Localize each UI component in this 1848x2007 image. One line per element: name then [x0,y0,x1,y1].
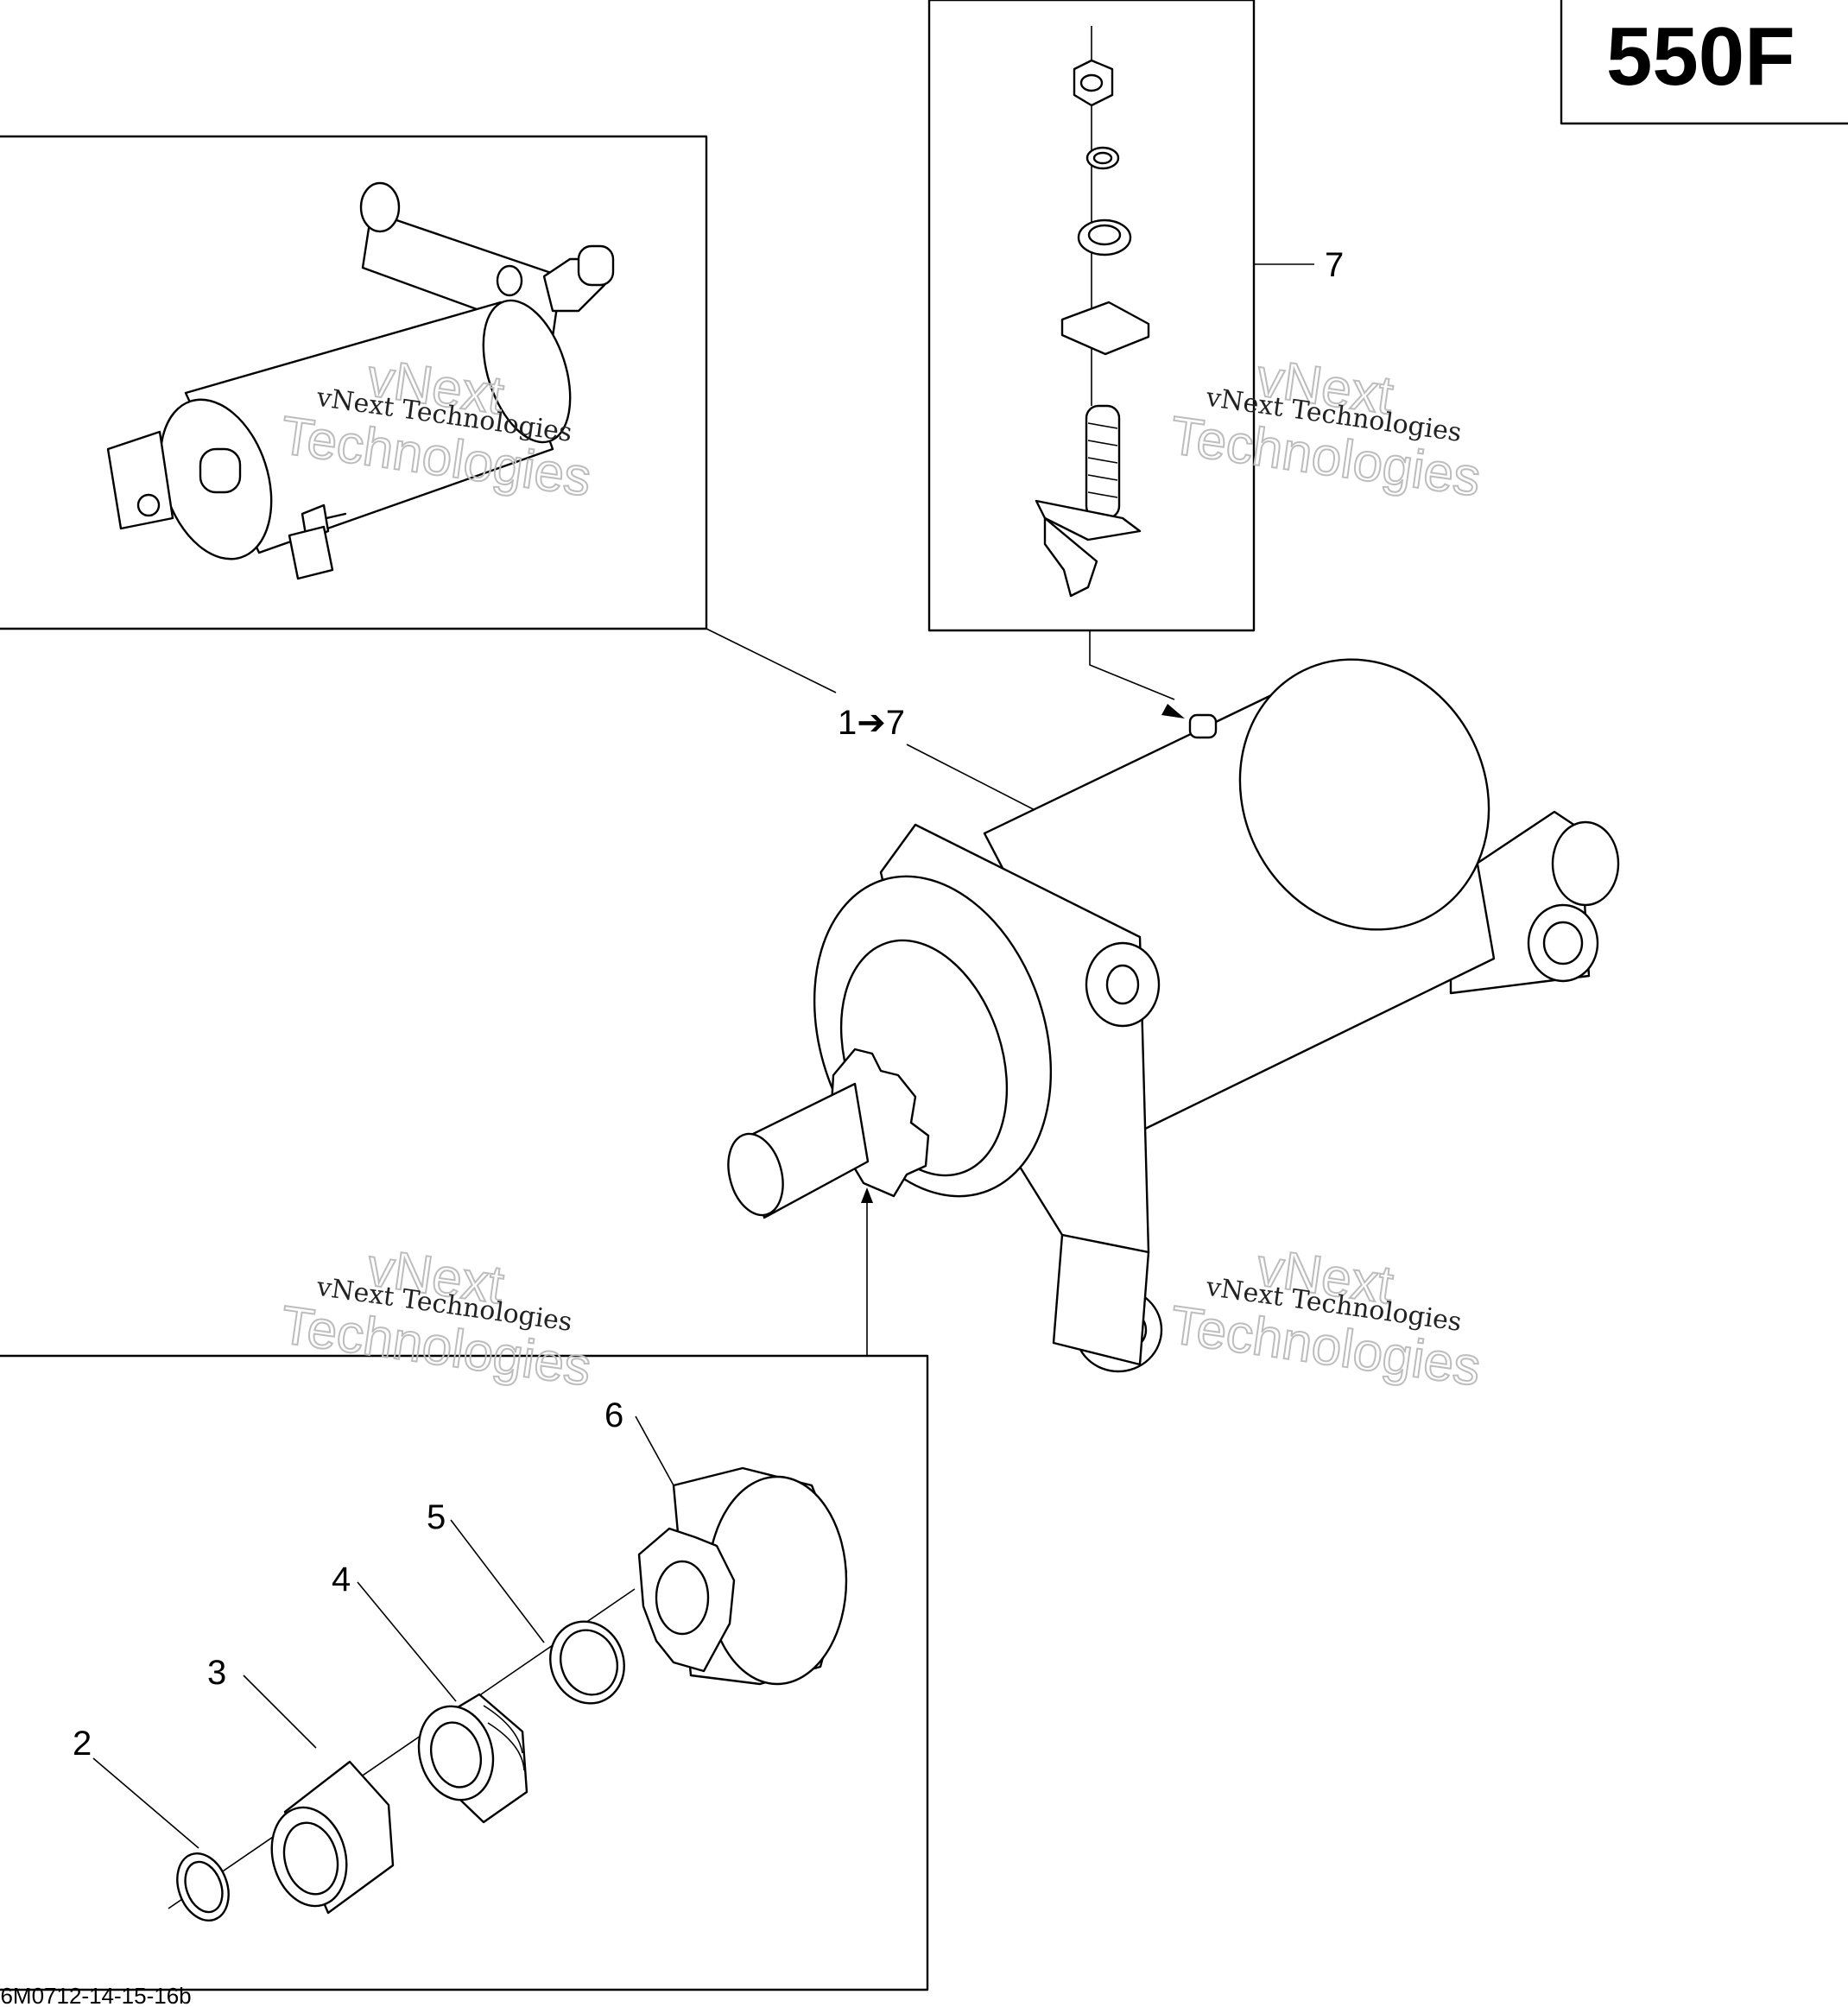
callout-7: 7 [1325,246,1344,284]
callout-2: 2 [73,1725,92,1763]
starter-overview-drawing [106,181,615,580]
callout-3: 3 [207,1654,226,1692]
callout-5: 5 [427,1498,446,1536]
callout-6: 6 [604,1396,623,1434]
watermark-4: vNext Technologies vNext Technologies [1166,1237,1485,1398]
watermark-group: vNext Technologies vNext Technologies vN… [276,347,1485,1398]
drive-kit-frame [0,1354,929,1991]
starter-overview-frame [0,135,708,630]
callout-assembly: 1➔7 [838,704,905,742]
solenoid-kit-frame [927,0,1256,632]
drive-parts-drawing [176,1466,848,1922]
model-label-box: 550F [1560,0,1848,125]
callout-4: 4 [332,1561,351,1599]
model-label: 550F [1606,10,1795,103]
drawing-code: 06M0712-14-15-16b [0,1983,192,2007]
watermark-3: vNext Technologies vNext Technologies [276,1237,596,1398]
starter-motor-drawing [727,658,1620,1373]
callout-labels: 1➔7 7 6 5 4 3 2 [73,246,1344,1763]
watermark-2: vNext Technologies vNext Technologies [1166,347,1485,509]
solenoid-hardware-drawing [1035,26,1150,598]
